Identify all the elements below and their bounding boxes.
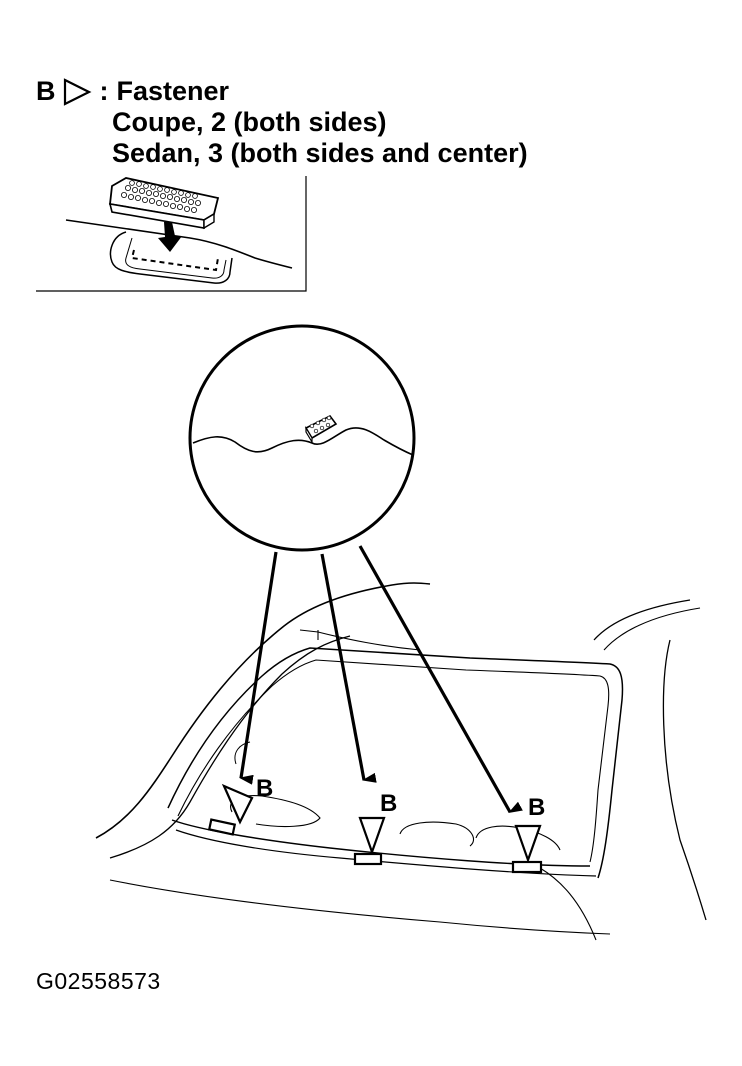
fastener-callout-right: B [511,794,545,874]
fastener-detail-inset [36,176,307,292]
pointer-arrow-center [320,553,377,783]
legend-separator: : [99,76,109,106]
vehicle-body-drawing [95,582,707,941]
fastener-magnified-icon [304,414,338,445]
fastener-callout-left: B [207,775,273,836]
fastener-label-left: B [256,775,273,802]
fastener-triangle-icon [63,77,91,106]
magnifier-view [188,324,416,552]
legend-coupe-line: Coupe, 2 (both sides) [112,107,387,137]
fastener-callout-center: B [353,790,397,866]
fastener-label-center: B [380,790,397,817]
pointer-arrow-right [358,545,523,813]
fastener-clip-icon [108,177,220,230]
pointer-arrow-left [239,551,278,785]
legend-title: Fastener [116,76,230,106]
figure-id: G02558573 [36,968,161,994]
legend-key-letter: B [36,76,56,106]
legend-title-row: B : Fastener [36,76,528,107]
fastener-label-right: B [528,794,545,821]
pointer-arrows [239,545,523,813]
legend: B : Fastener Coupe, 2 (both sides) Sedan… [36,76,528,169]
install-arrow-icon [158,222,182,252]
legend-sedan-line: Sedan, 3 (both sides and center) [112,138,528,168]
